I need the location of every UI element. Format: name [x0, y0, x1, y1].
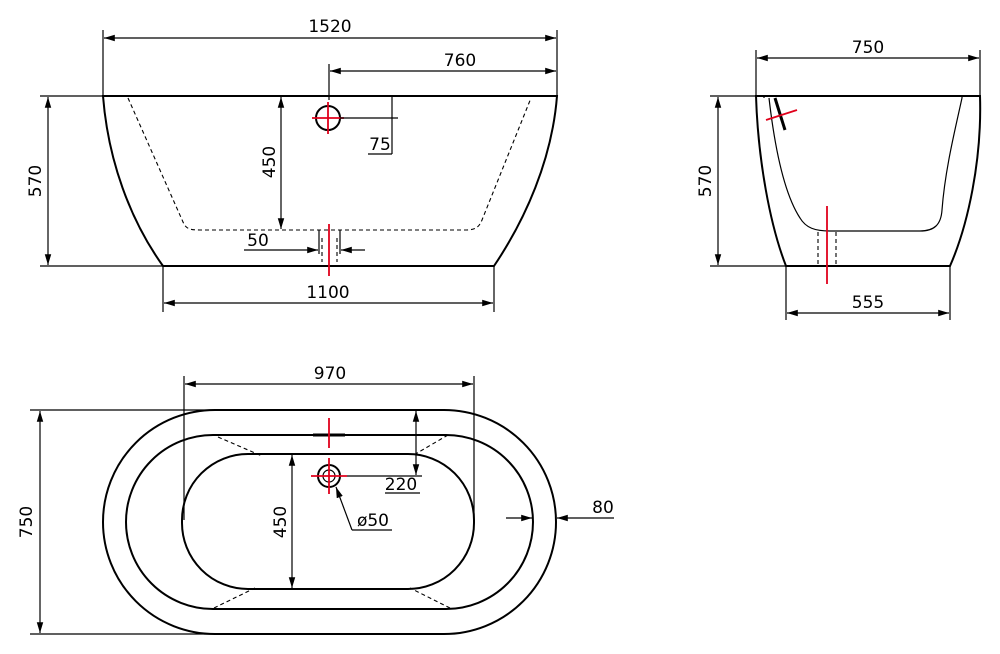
- dimension-drain-offset: 760: [328, 51, 556, 100]
- side-view-tub-outline: [754, 95, 982, 267]
- side-base-label: 555: [852, 293, 884, 313]
- top-view-basin-floor: [181, 453, 475, 590]
- drain-size-label: 50: [247, 231, 269, 251]
- dimension-side-width: 750: [755, 38, 981, 96]
- dimension-overflow-offset: 220: [347, 411, 422, 495]
- rim-label: 80: [592, 498, 614, 518]
- top-view-outer-rim: [102, 409, 557, 635]
- base-length-label: 1100: [306, 283, 349, 303]
- front-height-label: 570: [26, 165, 46, 197]
- overflow-drop-label: 75: [369, 135, 391, 155]
- dimension-drain-diameter: ø50: [335, 486, 392, 531]
- front-view-drain: [318, 224, 341, 276]
- dimension-inner-width: 450: [271, 455, 296, 588]
- drain-diameter-label: ø50: [357, 511, 389, 531]
- inner-length-label: 970: [314, 364, 346, 384]
- dimension-front-height: 570: [26, 95, 163, 267]
- dimension-overall-length: 1520: [102, 17, 558, 96]
- dimension-side-height: 570: [696, 95, 786, 267]
- side-view-inner-basin: [768, 97, 963, 232]
- front-view-tub-outline: [101, 95, 559, 267]
- dimension-overflow-drop: 75: [330, 95, 398, 155]
- inner-width-label: 450: [271, 506, 291, 538]
- side-width-label: 750: [852, 38, 884, 58]
- overflow-height-label: 450: [260, 146, 280, 178]
- top-width-label: 750: [17, 506, 37, 538]
- dimension-drain-size: 50: [244, 231, 365, 254]
- dimension-base-length: 1100: [162, 266, 495, 312]
- front-view-inner-basin: [127, 97, 532, 231]
- dimension-side-base: 555: [785, 266, 951, 320]
- drain-offset-label: 760: [444, 51, 476, 71]
- side-height-label: 570: [696, 165, 716, 197]
- overall-length-label: 1520: [308, 17, 351, 37]
- dimension-top-width: 750: [17, 409, 216, 635]
- side-view: 750 570 555: [696, 38, 982, 320]
- front-view: 1520 760 570 450 75: [26, 17, 559, 312]
- dimension-overflow-height: 450: [260, 97, 285, 229]
- dimension-inner-length: 970: [183, 364, 475, 520]
- drain-icon: [311, 458, 347, 494]
- dimension-rim: 80: [506, 498, 614, 522]
- top-view: 970 750 450 220 80: [17, 364, 614, 635]
- overflow-offset-label: 220: [385, 475, 417, 495]
- overflow-icon: [312, 102, 344, 134]
